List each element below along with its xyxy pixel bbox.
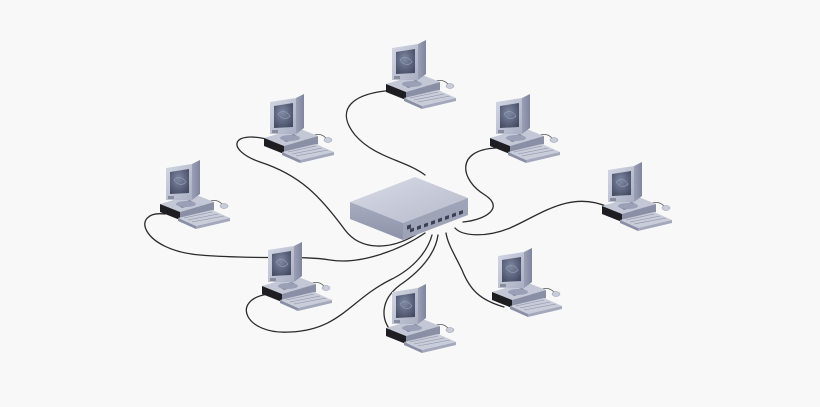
desktop-computer-icon <box>601 161 673 232</box>
workstation-pc-upper-right <box>489 93 561 164</box>
workstation-pc-lower-left <box>261 241 333 312</box>
workstation-pc-left <box>159 159 231 230</box>
workstation-pc-top <box>385 39 457 110</box>
cable-pc-bottom <box>383 234 439 334</box>
network-switch-icon <box>350 177 468 240</box>
desktop-computer-icon <box>489 93 561 164</box>
cable-pc-right <box>454 200 609 236</box>
desktop-computer-icon <box>261 241 333 312</box>
desktop-computer-icon <box>385 39 457 110</box>
cable-pc-upper-right <box>462 147 497 223</box>
desktop-computer-icon <box>159 159 231 230</box>
workstation-pc-right <box>601 161 673 232</box>
desktop-computer-icon <box>263 93 335 164</box>
cable-pc-lower-left <box>245 234 433 333</box>
cable-pc-lower-right <box>445 232 505 308</box>
workstation-pc-upper-left <box>263 93 335 164</box>
cable-pc-upper-left <box>236 136 421 247</box>
workstation-pc-bottom <box>385 283 457 354</box>
switch-ports <box>407 224 411 230</box>
desktop-computer-icon <box>385 283 457 354</box>
cable-pc-top <box>345 89 426 176</box>
